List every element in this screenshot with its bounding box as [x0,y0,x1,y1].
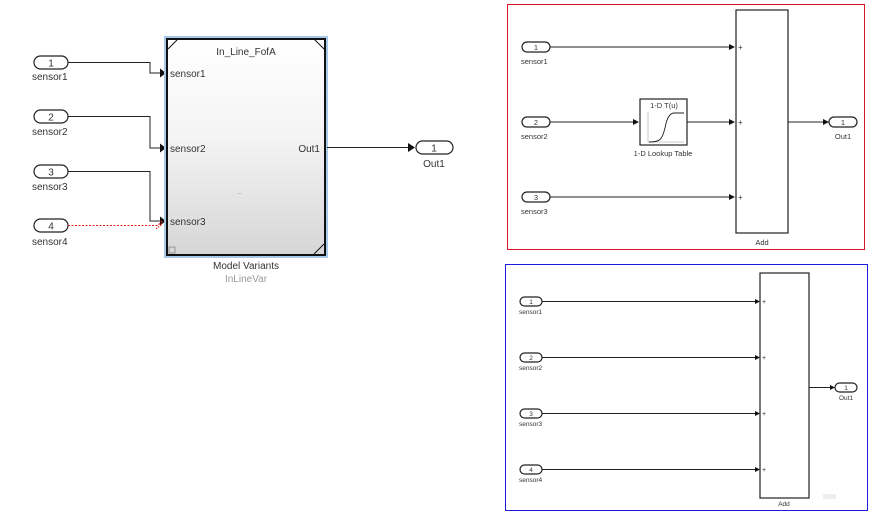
blue-outport-1[interactable]: 1 Out1 [834,382,858,402]
blue-add-block[interactable]: + + + + [759,272,810,499]
inport-label: sensor2 [32,127,68,138]
block-input-label-sensor2: sensor2 [170,144,206,155]
inport-label: sensor2 [519,365,543,372]
variant-blue-panel: 1 sensor1 2 sensor2 3 sensor3 4 sensor4 … [505,264,868,511]
blue-inport-3[interactable]: 3 sensor3 [519,408,543,428]
blue-arrow-4 [755,467,760,472]
signal-line-sensor1[interactable] [68,62,160,74]
inport-label: sensor1 [519,309,543,316]
outport-1[interactable]: 1 Out1 [415,140,454,170]
inport-number: 4 [529,467,533,474]
inport-number: 4 [48,222,54,233]
lookup-icon-text: 1-D T(u) [650,101,678,110]
arrow-out1 [408,143,415,152]
inport-label: sensor3 [521,207,548,216]
inport-3[interactable]: 3 sensor3 [32,164,69,193]
unconnected-line-sensor4[interactable] [68,220,163,226]
add-sign: + [762,355,766,362]
main-model: 1 sensor1 2 sensor2 3 sensor3 4 sensor4 [32,36,454,285]
corner-marker-tl [167,38,179,50]
inport-label: sensor2 [521,132,548,141]
lookup-table-block[interactable]: 1-D T(u) [639,98,688,146]
inport-number: 2 [48,113,54,124]
outport-label: Out1 [835,132,851,141]
inport-label: sensor1 [32,72,68,83]
inport-1[interactable]: 1 sensor1 [32,55,69,83]
lookup-curve-icon [647,112,684,143]
red-arrow-out [823,119,829,125]
inport-label: sensor3 [519,421,543,428]
blue-arrow-3 [755,411,760,416]
arrow-sensor3 [160,216,166,226]
corner-marker-tr [313,38,325,50]
add-sign: + [762,299,766,306]
inport-number: 1 [534,43,538,52]
corner-marker-br [313,243,325,255]
red-arrow-3 [729,194,735,200]
outport-number: 1 [431,144,437,155]
inport-label: sensor1 [521,57,548,66]
add-sign: + [738,43,743,52]
inport-2[interactable]: 2 sensor2 [32,109,69,138]
block-title: In_Line_FofA [216,47,276,58]
blue-inport-4[interactable]: 4 sensor4 [519,464,543,484]
inport-label: sensor4 [519,477,543,484]
blue-add-name[interactable]: Add [778,501,790,508]
add-sign: + [762,411,766,418]
arrow-sensor1 [160,68,166,78]
inport-number: 3 [529,411,533,418]
inport-label: sensor4 [32,237,68,248]
red-arrow-1 [729,44,735,50]
arrow-sensor2 [160,143,166,153]
signal-line-sensor3[interactable] [68,171,160,222]
inport-number: 1 [529,299,533,306]
inport-number: 3 [48,168,54,179]
block-input-label-sensor3: sensor3 [170,217,206,228]
inport-4[interactable]: 4 sensor4 [32,218,69,248]
lookup-table-name[interactable]: 1-D Lookup Table [634,149,693,158]
blue-arrow-out [830,385,835,390]
red-outport-1[interactable]: 1 Out1 [828,116,858,141]
blue-arrow-1 [755,299,760,304]
red-add-block[interactable]: + + + [735,9,789,234]
blue-inport-1[interactable]: 1 sensor1 [519,296,543,316]
red-arrow-lookup [633,119,639,125]
inport-number: 1 [48,59,54,70]
signal-line-sensor2[interactable] [68,116,160,149]
outport-label: Out1 [423,159,445,170]
red-arrow-2 [729,119,735,125]
inport-number: 2 [534,118,538,127]
faint-mark [823,494,836,499]
red-add-name[interactable]: Add [755,238,768,247]
block-name[interactable]: Model Variants [213,261,279,272]
outport-number: 1 [844,385,848,392]
block-center-mark [237,193,242,194]
model-variants-block[interactable]: In_Line_FofA sensor1 sensor2 sensor3 Out… [164,36,328,258]
block-input-label-sensor1: sensor1 [170,69,206,80]
add-sign: + [738,193,743,202]
outport-number: 1 [841,118,845,127]
inport-label: sensor3 [32,182,68,193]
inport-number: 3 [534,193,538,202]
model-reference-icon [168,246,176,254]
unconnected-arrow [155,220,163,230]
add-sign: + [762,467,766,474]
outport-label: Out1 [839,395,853,402]
block-output-label: Out1 [298,144,320,155]
inport-number: 2 [529,355,533,362]
block-subtitle: InLineVar [225,274,268,285]
variant-red-panel: 1 sensor1 2 sensor2 3 sensor3 1-D T(u) 1… [507,4,865,250]
add-sign: + [738,118,743,127]
blue-arrow-2 [755,355,760,360]
